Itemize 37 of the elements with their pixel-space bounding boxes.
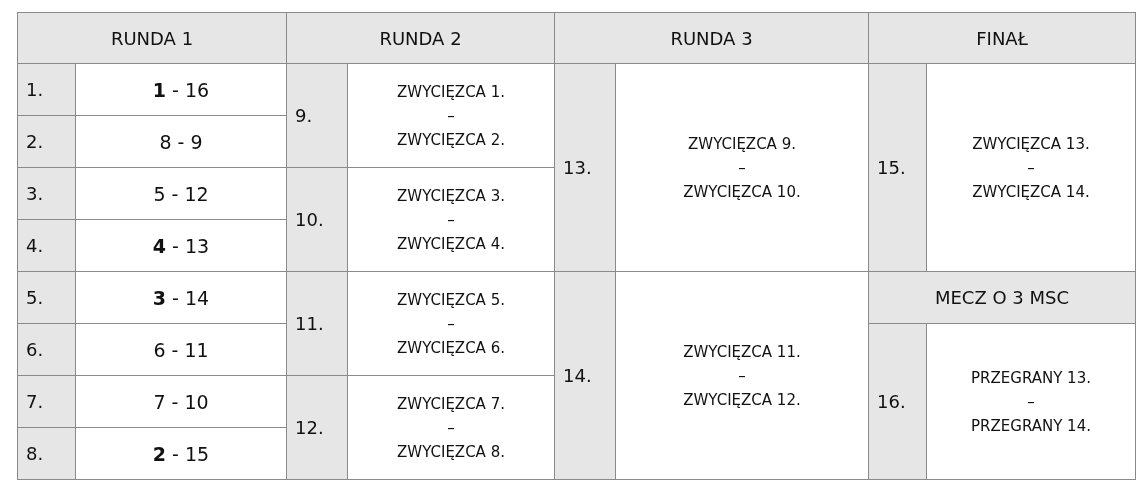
match-number: 2.: [18, 116, 75, 167]
match-pairing: 4 - 13: [76, 220, 286, 271]
match-number: 13.: [555, 64, 615, 271]
match-pairing: ZWYCIĘZCA 3. – ZWYCIĘZCA 4.: [348, 168, 554, 271]
match-number: 12.: [287, 376, 347, 479]
match-number: 1.: [18, 64, 75, 115]
match-pairing: 6 - 11: [76, 324, 286, 375]
match-pairing: 1 - 16: [76, 64, 286, 115]
match-number: 16.: [869, 324, 926, 479]
match-number: 7.: [18, 376, 75, 427]
match-pairing: ZWYCIĘZCA 9. – ZWYCIĘZCA 10.: [616, 64, 868, 271]
match-pairing: ZWYCIĘZCA 11. – ZWYCIĘZCA 12.: [616, 272, 868, 479]
match-pairing: ZWYCIĘZCA 1. – ZWYCIĘZCA 2.: [348, 64, 554, 167]
match-pairing: PRZEGRANY 13. – PRZEGRANY 14.: [927, 324, 1135, 479]
match-pairing: 2 - 15: [76, 428, 286, 479]
match-pairing: 7 - 10: [76, 376, 286, 427]
match-number: 14.: [555, 272, 615, 479]
match-number: 6.: [18, 324, 75, 375]
column-header: RUNDA 3: [555, 13, 868, 63]
match-pairing: 5 - 12: [76, 168, 286, 219]
match-number: 11.: [287, 272, 347, 375]
match-pairing: 3 - 14: [76, 272, 286, 323]
column-header: MECZ O 3 MSC: [869, 272, 1135, 323]
match-number: 9.: [287, 64, 347, 167]
column-header: RUNDA 1: [18, 13, 286, 63]
match-number: 10.: [287, 168, 347, 271]
match-number: 5.: [18, 272, 75, 323]
match-number: 4.: [18, 220, 75, 271]
match-pairing: ZWYCIĘZCA 13. – ZWYCIĘZCA 14.: [927, 64, 1135, 271]
column-header: RUNDA 2: [287, 13, 554, 63]
match-pairing: ZWYCIĘZCA 7. – ZWYCIĘZCA 8.: [348, 376, 554, 479]
match-number: 15.: [869, 64, 926, 271]
match-number: 8.: [18, 428, 75, 479]
match-number: 3.: [18, 168, 75, 219]
match-pairing: 8 - 9: [76, 116, 286, 167]
match-pairing: ZWYCIĘZCA 5. – ZWYCIĘZCA 6.: [348, 272, 554, 375]
column-header: FINAŁ: [869, 13, 1135, 63]
